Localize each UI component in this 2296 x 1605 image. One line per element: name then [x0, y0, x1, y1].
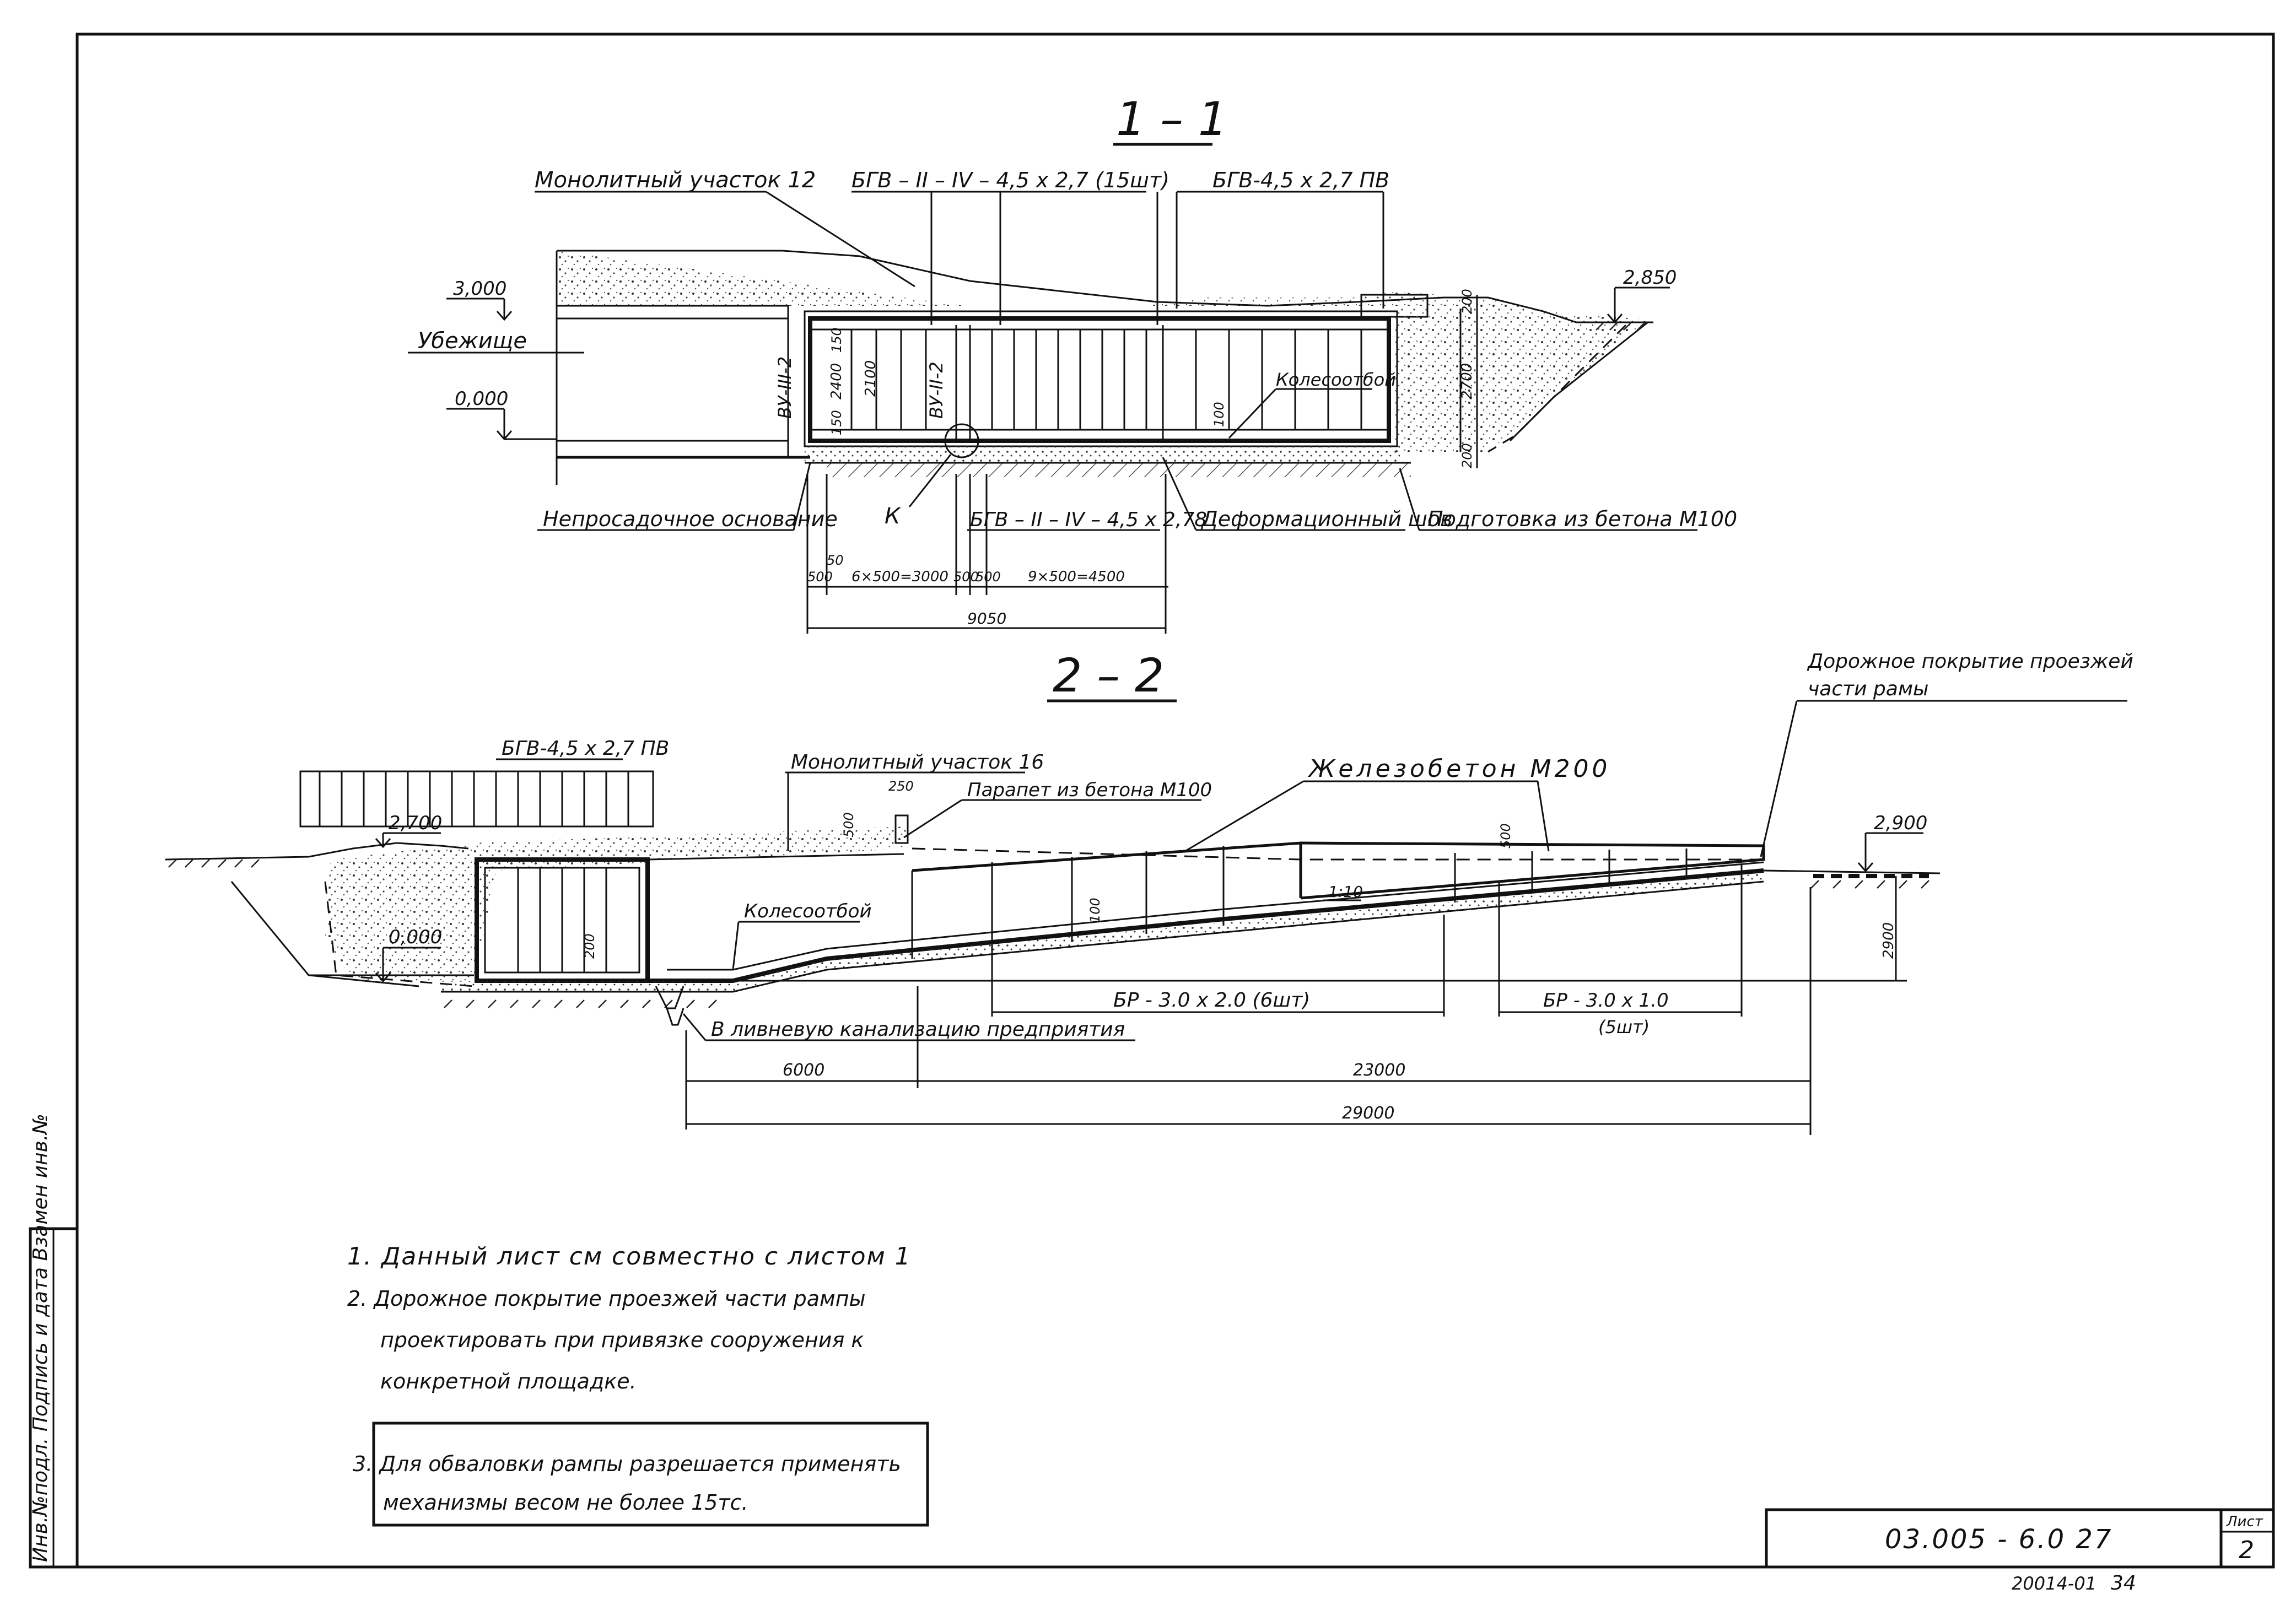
dim-9050: 9050: [967, 609, 1006, 628]
dim-chain-2-2: [685, 887, 1812, 1135]
dim-500-p: 500: [841, 812, 856, 837]
elev-2700: 2,700: [389, 812, 442, 834]
sheet-number: 2: [2239, 1536, 2254, 1564]
label-rc: Железобетон М200: [1307, 755, 1610, 783]
label-road-1: Дорожное покрытие проезжей: [1807, 650, 2133, 673]
dim-2700-1: 2700: [1459, 363, 1475, 399]
dim-2900: 2900: [1880, 922, 1897, 959]
note-2: 2. Дорожное покрытие проезжей части рамп…: [347, 1287, 866, 1311]
label-shelter: Убежище: [418, 328, 527, 354]
label-br2: БР - 3.0 х 1.0: [1543, 990, 1669, 1012]
side-stamp-text: Инв.№подл. Подпись и дата Взамен инв.№: [29, 1114, 52, 1562]
dim-150b: 150: [829, 410, 844, 435]
shelter-body: [556, 305, 789, 458]
dim-150a: 150: [829, 327, 844, 353]
note-3-box: [372, 1422, 929, 1527]
dim-250: 250: [888, 779, 914, 794]
elev-3000: 3,000: [453, 278, 506, 300]
dim-23000: 23000: [1353, 1061, 1405, 1080]
dim-200a: 200: [1459, 289, 1475, 314]
label-vu2: ВУ-II-2: [926, 361, 947, 419]
block-pv-2: [299, 770, 654, 828]
dim-6x500: 6×500=3000: [851, 569, 948, 585]
gallery-tunnel: [808, 316, 1391, 443]
elev-2850: 2,850: [1623, 267, 1677, 289]
note-1: 1. Данный лист см совместно с листом 1: [347, 1242, 912, 1271]
section-2-2: 2 – 2 БГВ-4,5 х 2,7 ПВ: [165, 649, 2133, 1135]
side-stamp: Инв.№подл. Подпись и дата Взамен инв.№: [29, 1114, 79, 1569]
label-wheel-guard-1: Колесоотбой: [1276, 369, 1396, 390]
sheet-frame: [76, 33, 2275, 1569]
section-1-1: 1 – 1: [408, 92, 1737, 634]
dim-2400: 2400: [828, 363, 845, 399]
gallery-blocks: [850, 325, 1362, 441]
dim-500c: 500: [975, 569, 1001, 585]
dim-29000: 29000: [1342, 1104, 1394, 1123]
label-block-pv-2: БГВ-4,5 х 2,7 ПВ: [502, 737, 669, 760]
label-block-pv-1: БГВ-4,5 х 2,7 ПВ: [1212, 168, 1389, 192]
label-br2-qty: (5шт): [1598, 1017, 1650, 1037]
dim-500b: 500: [953, 569, 979, 585]
footer-page: 34: [2111, 1572, 2136, 1595]
label-blocks-top: БГВ – II – IV – 4,5 х 2,7 (15шт): [851, 168, 1169, 192]
label-prep: Подготовка из бетона М100: [1427, 507, 1737, 531]
dim-100-2: 100: [1087, 898, 1103, 923]
label-vu3: ВУ-III-2: [774, 356, 795, 419]
section-2-2-title: 2 – 2: [1053, 649, 1164, 702]
doc-code: 03.005 - 6.0 27: [1885, 1524, 2112, 1555]
elev-2900: 2,900: [1874, 812, 1927, 834]
label-slope: 1:10: [1328, 883, 1363, 901]
title-block: 03.005 - 6.0 27 Лист 2 20014-01 34: [1765, 1508, 2275, 1595]
dim-200b: 200: [1459, 443, 1475, 468]
label-blocks-bottom: БГВ – II – IV – 4,5 х 2,78: [970, 509, 1207, 531]
dim-6000: 6000: [783, 1061, 824, 1080]
elev-0000-2: 0,000: [389, 926, 442, 948]
dim-chain-1-1: [806, 474, 1168, 634]
dim-200-2: 200: [582, 933, 597, 959]
label-joint: Деформационный шов: [1200, 507, 1453, 531]
notes: 1. Данный лист см совместно с листом 1 2…: [347, 1242, 929, 1527]
dim-2100: 2100: [863, 360, 879, 397]
note-3b: механизмы весом не более 15тс.: [383, 1490, 748, 1515]
note-2b: проектировать при привязке сооружения к: [380, 1328, 864, 1352]
dim-500-r: 500: [1498, 823, 1513, 849]
label-base: Непросадочное основание: [543, 507, 838, 531]
label-monolith-16: Монолитный участок 16: [791, 751, 1044, 774]
label-wheel-guard-2: Колесоотбой: [744, 900, 872, 922]
footer-num: 20014-01: [2012, 1573, 2096, 1594]
dim-9x500: 9×500=4500: [1028, 569, 1125, 585]
dim-100-1: 100: [1211, 402, 1227, 427]
label-br1: БР - 3.0 х 2.0 (6шт): [1113, 989, 1310, 1012]
label-parapet: Парапет из бетона М100: [967, 779, 1212, 801]
dim-50: 50: [827, 553, 844, 568]
section-1-1-title: 1 – 1: [1116, 92, 1227, 146]
dim-500a: 500: [807, 569, 833, 585]
label-monolith-12: Монолитный участок 12: [535, 167, 816, 193]
label-k: К: [885, 504, 901, 529]
note-3: 3. Для обваловки рампы разрешается приме…: [353, 1452, 901, 1476]
label-road-2: части рамы: [1808, 678, 1928, 700]
elev-0000-1: 0,000: [455, 388, 508, 410]
sheet-label: Лист: [2226, 1514, 2263, 1530]
note-2c: конкретной площадке.: [380, 1369, 637, 1393]
